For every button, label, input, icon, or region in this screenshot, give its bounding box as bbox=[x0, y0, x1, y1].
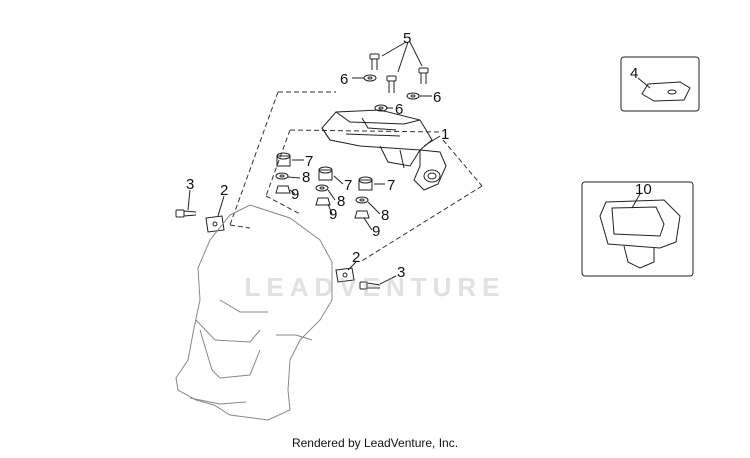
callout-1: 1 bbox=[441, 126, 449, 143]
watermark: LEADVENTURE bbox=[244, 272, 506, 302]
rendered-by-footer: Rendered by LeadVenture, Inc. bbox=[291, 436, 459, 450]
inset-box-part-4 bbox=[620, 56, 700, 112]
nut-part-9 bbox=[275, 185, 370, 219]
clip-nut-part-2 bbox=[205, 215, 355, 283]
spacer-part-8 bbox=[275, 172, 369, 204]
callout-6: 6 bbox=[395, 101, 403, 118]
callout-9: 9 bbox=[329, 206, 337, 223]
callout-2: 2 bbox=[352, 249, 360, 266]
callout-10: 10 bbox=[635, 181, 652, 198]
leader-lines bbox=[187, 41, 651, 285]
callout-6: 6 bbox=[433, 89, 441, 106]
part-callouts: 5 6 6 6 1 7 7 7 8 8 8 9 9 9 3 2 2 3 4 10 bbox=[186, 30, 652, 281]
mounting-bracket-part-1 bbox=[321, 109, 447, 191]
callout-7: 7 bbox=[387, 177, 395, 194]
front-fairing bbox=[175, 204, 333, 421]
callout-2: 2 bbox=[220, 182, 228, 199]
callout-7: 7 bbox=[344, 177, 352, 194]
callout-8: 8 bbox=[337, 193, 345, 210]
callout-8: 8 bbox=[302, 169, 310, 186]
callout-4: 4 bbox=[630, 65, 638, 82]
assembly-boundary bbox=[229, 91, 483, 263]
callout-3: 3 bbox=[186, 176, 194, 193]
callout-7: 7 bbox=[305, 153, 313, 170]
bolt-part-5 bbox=[369, 53, 429, 93]
callout-8: 8 bbox=[381, 207, 389, 224]
washer-part-6 bbox=[363, 74, 420, 112]
callout-5: 5 bbox=[403, 30, 411, 47]
rubber-grommet-part-7 bbox=[276, 152, 373, 191]
callout-9: 9 bbox=[291, 186, 299, 203]
callout-9: 9 bbox=[372, 223, 380, 240]
callout-3: 3 bbox=[397, 264, 405, 281]
callout-6: 6 bbox=[340, 71, 348, 88]
screw-part-3 bbox=[175, 209, 381, 290]
inset-box-instrument-cluster-part-10 bbox=[581, 181, 694, 277]
